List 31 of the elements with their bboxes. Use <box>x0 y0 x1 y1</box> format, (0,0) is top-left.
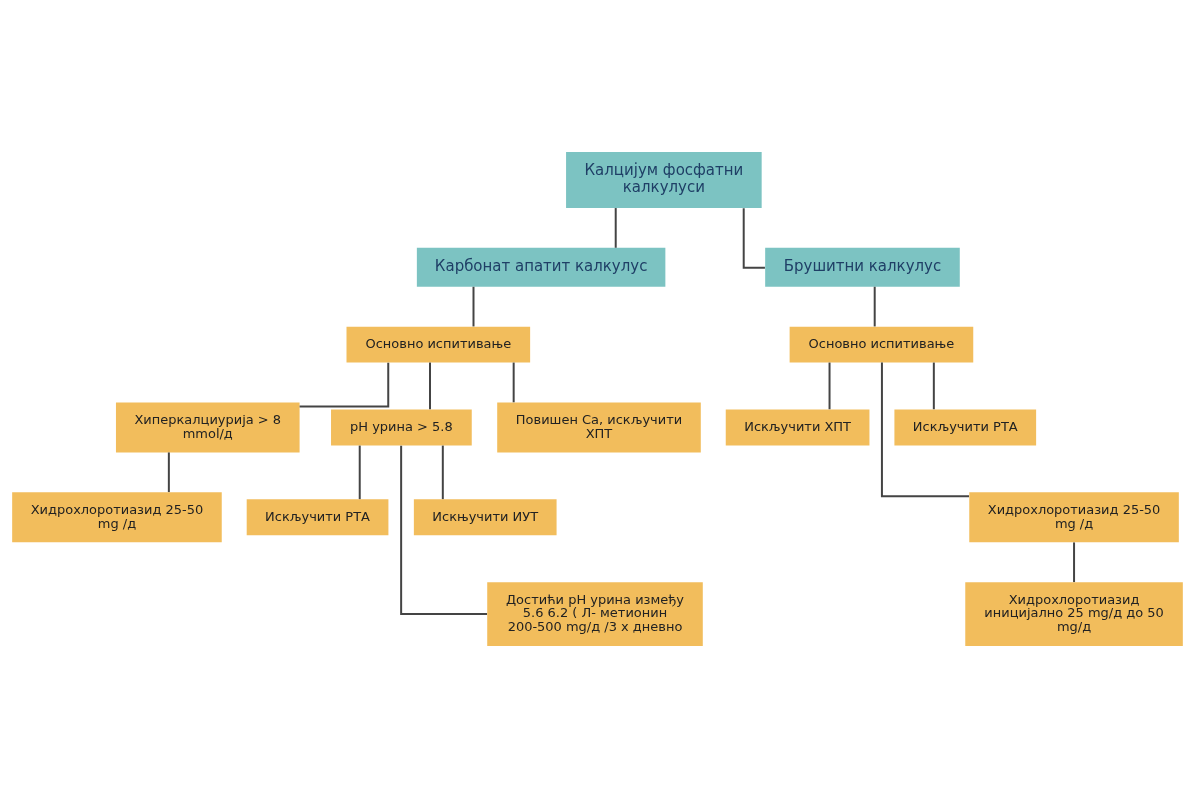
connector <box>1073 541 1076 584</box>
connector <box>932 361 935 411</box>
connector <box>429 361 431 411</box>
node-box: Карбонат апатит калкулус <box>416 247 666 287</box>
connector <box>614 207 617 249</box>
connector <box>298 361 390 408</box>
node-box: Основно испитивање <box>346 326 531 363</box>
node-box: Основно испитивање <box>789 326 974 363</box>
node-box: pH урина > 5.8 <box>331 409 472 446</box>
connector <box>742 207 766 269</box>
connector <box>472 285 475 328</box>
connector <box>167 451 170 494</box>
connector <box>828 361 831 411</box>
node-box: Хидрохлоротиазид иницијално 25 mg/д до 50 mg/д <box>965 582 1183 646</box>
connector <box>441 444 444 501</box>
node-box: Хиперкалциурија > 8 mmol/д <box>115 402 300 453</box>
connector <box>873 285 876 328</box>
node-box: Искњучити ИУТ <box>413 499 557 536</box>
node-box: Искључити РТА <box>246 499 389 536</box>
node-box: Искључити ХПТ <box>725 409 870 446</box>
node-box: Хидрохлоротиазид 25-50 mg /д <box>969 492 1179 543</box>
node-box: Повишен Ca, искључити ХПТ <box>497 402 701 453</box>
connector <box>400 444 488 616</box>
connector <box>512 361 515 404</box>
node-box: Брушитни калкулус <box>765 247 960 287</box>
node-box: Калцијум фосфатни калкулуси <box>566 152 762 208</box>
node-box: Достићи pH урина између 5.6 6.2 ( Л- метионин 200-500 mg/д /3 х дневно <box>487 582 703 646</box>
connector <box>880 361 970 498</box>
connector <box>358 444 361 501</box>
node-box: Хидрохлоротиазид 25-50 mg /д <box>12 492 222 543</box>
node-box: Искључити РТА <box>894 409 1037 446</box>
